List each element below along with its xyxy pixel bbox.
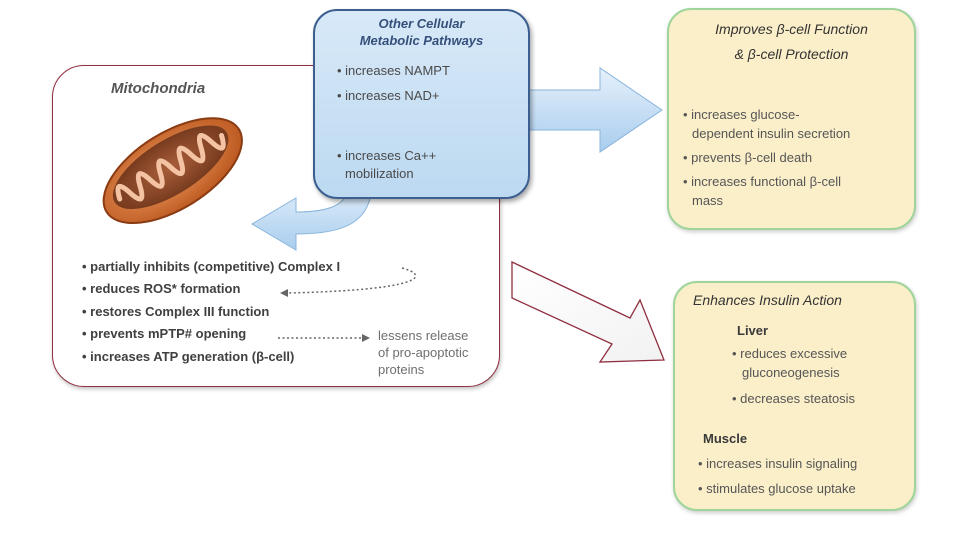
insulin-title: Enhances Insulin Action [693,292,842,308]
mito-effect-5: • increases ATP generation (β-cell) [82,349,295,364]
liver-heading: Liver [737,323,769,338]
beta-item-3: • prevents β-cell death [683,150,813,165]
muscle-item-1: • increases insulin signaling [698,456,858,471]
beta-title-2: & β-cell Protection [734,46,849,62]
mito-effect-1: • partially inhibits (competitive) Compl… [82,259,341,274]
arrow-to-beta-cell [527,67,663,153]
mito-effect-2: • reduces ROS* formation [82,281,241,296]
insulin-action-panel [673,281,916,511]
beta-cell-panel [667,8,916,230]
beta-item-5: mass [692,193,724,208]
mitochondrion-icon [102,117,243,225]
arrow-to-mitochondria [251,179,373,251]
side-note-1: lessens release [378,328,469,343]
beta-item-4: • increases functional β-cell [683,174,841,189]
liver-item-2: gluconeogenesis [742,365,840,380]
muscle-heading: Muscle [703,431,748,446]
mito-effect-3: • restores Complex III function [82,304,270,319]
metabolic-pathways-panel [313,9,530,199]
beta-title-1: Improves β-cell Function [715,21,868,37]
pathway-item-4: mobilization [345,166,414,181]
pathway-item-1: • increases NAMPT [337,63,450,78]
pathways-title-2: Metabolic Pathways [359,33,484,48]
mito-effect-4: • prevents mPTP# opening [82,326,247,341]
arrow-to-insulin-action [511,260,665,363]
liver-item-1: • reduces excessive [732,346,848,361]
beta-item-2: dependent insulin secretion [692,126,851,141]
dotted-arrow-complex-ros [287,267,417,294]
side-note-3: proteins [378,362,425,377]
liver-item-3: • decreases steatosis [732,391,856,406]
pathway-item-2: • increases NAD+ [337,88,440,103]
mitochondria-title: Mitochondria [111,80,206,97]
side-note-2: of pro-apoptotic [378,345,469,360]
pathways-title-1: Other Cellular [378,16,465,31]
muscle-item-2: • stimulates glucose uptake [698,481,856,496]
pathway-item-3: • increases Ca++ [337,148,437,163]
beta-item-1: • increases glucose- [683,107,800,122]
